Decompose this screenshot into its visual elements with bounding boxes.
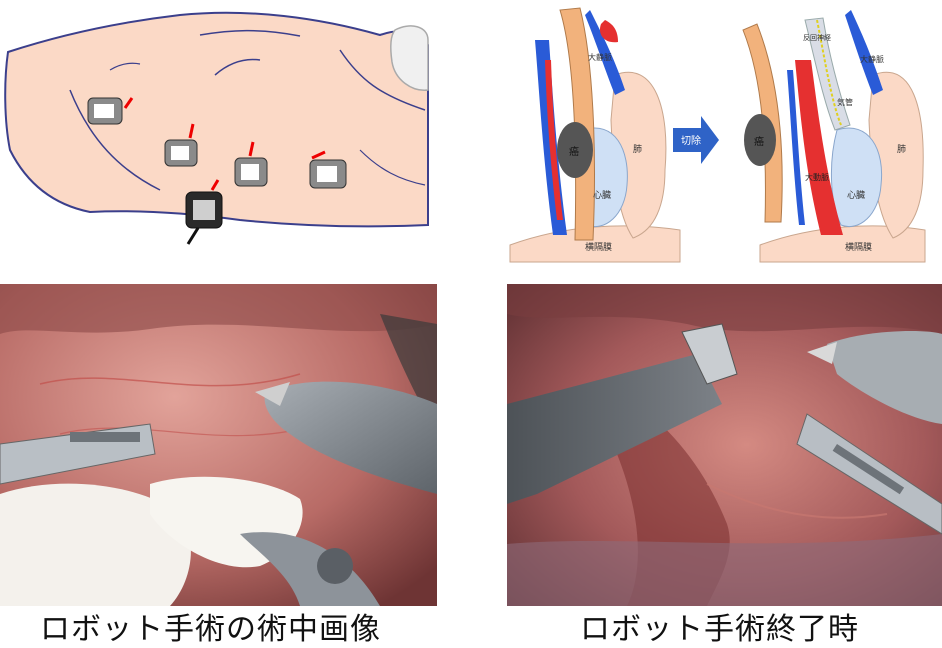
post-resection-photo bbox=[507, 284, 942, 606]
grasper-right bbox=[264, 381, 437, 494]
resection-illustration: 大静脈 癌 肺 心臓 横隔膜 切除 反回神経 大静脈 気管 癌 大動脈 肺 心臓… bbox=[509, 7, 926, 263]
left-label-diaphragm: 横隔膜 bbox=[585, 241, 612, 253]
right-esophagus-shape bbox=[742, 23, 783, 223]
left-label-vein: 大静脈 bbox=[588, 52, 612, 62]
arrow-label: 切除 bbox=[681, 134, 701, 147]
right-label-lung: 肺 bbox=[897, 144, 906, 155]
right-label-trachea: 気管 bbox=[837, 97, 853, 107]
right-label-diaphragm: 横隔膜 bbox=[845, 241, 872, 253]
left-label-tumor: 癌 bbox=[569, 145, 579, 158]
right-label-heart: 心臓 bbox=[847, 190, 865, 201]
instrument-left bbox=[507, 354, 722, 504]
right-label-aorta: 大動脈 bbox=[805, 172, 829, 182]
port-placement-diagram bbox=[0, 0, 430, 260]
camera-port-icon bbox=[185, 179, 223, 245]
port-icon-4 bbox=[309, 150, 347, 189]
caption-intraoperative: ロボット手術の術中画像 bbox=[40, 612, 381, 647]
caption-post-resection: ロボット手術終了時 bbox=[580, 612, 859, 647]
instrument-bottom bbox=[240, 532, 380, 606]
gauze bbox=[0, 483, 191, 606]
intraoperative-photo-illustration bbox=[0, 284, 437, 606]
resection-arrow bbox=[673, 116, 719, 164]
post-resection-photo-illustration bbox=[507, 284, 942, 606]
patient-arm bbox=[390, 25, 429, 91]
port-placement-illustration bbox=[4, 11, 429, 245]
resection-diagram: 大静脈 癌 肺 心臓 横隔膜 切除 反回神経 大静脈 気管 癌 大動脈 肺 心臓… bbox=[505, 0, 942, 268]
left-label-lung: 肺 bbox=[633, 144, 642, 155]
port-icon-1 bbox=[87, 97, 134, 125]
left-aorta-shape bbox=[545, 60, 563, 220]
right-heart-shape bbox=[830, 127, 883, 227]
grasper-right bbox=[827, 331, 942, 424]
right-label-vein: 大静脈 bbox=[860, 54, 884, 64]
left-label-heart: 心臓 bbox=[593, 190, 611, 201]
right-label-tumor: 癌 bbox=[754, 135, 764, 148]
right-trachea-shape bbox=[804, 17, 851, 131]
left-tumor-shape bbox=[557, 122, 593, 178]
right-label-nerve: 反回神経 bbox=[803, 33, 831, 42]
right-aorta-shape bbox=[795, 60, 843, 235]
right-diaphragm-shape bbox=[759, 225, 926, 263]
intraoperative-photo bbox=[0, 284, 437, 606]
port-icon-2 bbox=[164, 123, 198, 167]
port-icon-3 bbox=[234, 141, 268, 187]
right-tumor-shape bbox=[744, 114, 776, 166]
